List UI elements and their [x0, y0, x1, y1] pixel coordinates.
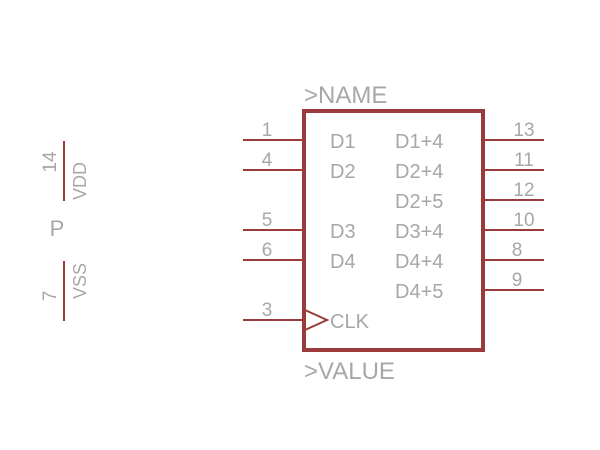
pin-number-8: 8 [512, 240, 523, 261]
pin-signal-d3-4: D3+4 [395, 221, 443, 243]
clock-triangle-icon [304, 309, 330, 331]
pin-signal-d1: D1 [330, 131, 356, 153]
pin-number-4: 4 [262, 150, 273, 171]
pin-number-9: 9 [512, 270, 523, 291]
pin-number-13: 13 [513, 120, 534, 141]
pin-number-5: 5 [262, 210, 273, 231]
pin-signal-d2-5: D2+5 [395, 191, 443, 213]
pin-number-12: 12 [513, 180, 534, 201]
pin-number-11: 11 [514, 150, 534, 171]
pin-number-1: 1 [262, 120, 273, 141]
pin-signal-d1-4: D1+4 [395, 131, 443, 153]
pin-signal-d4-5: D4+5 [395, 281, 443, 303]
pin-number-10: 10 [513, 210, 534, 231]
part-value-label: >VALUE [304, 358, 395, 385]
pin-signal-d2-4: D2+4 [395, 161, 443, 183]
vdd-pin-number: 14 [40, 151, 61, 173]
power-part-label: P [50, 216, 65, 241]
part-name-label: >NAME [304, 82, 387, 109]
pin-signal-d2: D2 [330, 161, 356, 183]
vss-pin-name: VSS [70, 263, 90, 299]
pin-number-6: 6 [262, 240, 273, 261]
pin-signal-d3: D3 [330, 221, 356, 243]
vss-pin-number: 7 [40, 291, 61, 302]
pin-number-3: 3 [262, 300, 273, 321]
vdd-pin-name: VDD [70, 162, 90, 200]
pin-signal-d4-4: D4+4 [395, 251, 443, 273]
pin-signal-clk: CLK [330, 311, 370, 333]
pin-signal-d4: D4 [330, 251, 356, 273]
